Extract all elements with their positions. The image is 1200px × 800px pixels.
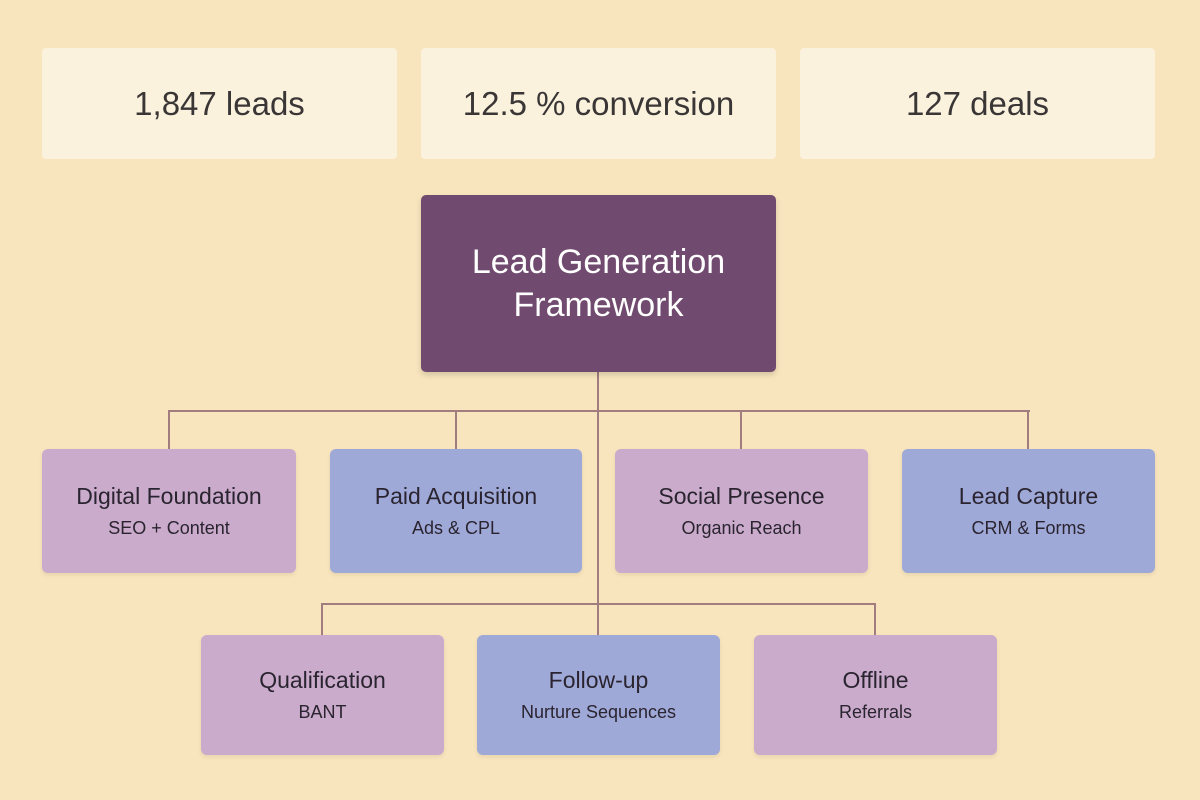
node-title: Social Presence	[658, 483, 825, 509]
node-subtitle: CRM & Forms	[971, 518, 1086, 538]
connector-drop	[740, 410, 742, 449]
connector-drop	[1027, 410, 1029, 449]
node-digital-foundation: Digital Foundation SEO + Content	[42, 449, 296, 573]
connector-drop	[321, 603, 323, 635]
node-title: Follow-up	[548, 667, 649, 693]
node-title: Offline	[842, 667, 909, 693]
node-subtitle: Ads & CPL	[411, 518, 501, 538]
root-node: Lead Generation Framework	[421, 195, 776, 372]
connector-drop	[874, 603, 876, 635]
node-subtitle: SEO + Content	[108, 518, 230, 538]
node-title: Digital Foundation	[76, 483, 262, 509]
node-lead-capture: Lead Capture CRM & Forms	[902, 449, 1155, 573]
node-title: Qualification	[259, 667, 386, 693]
node-subtitle: Referrals	[838, 702, 913, 722]
node-follow-up: Follow-up Nurture Sequences	[477, 635, 720, 755]
stat-leads: 1,847 leads	[42, 48, 397, 159]
stat-deals: 127 deals	[800, 48, 1155, 159]
node-title: Paid Acquisition	[374, 483, 538, 509]
node-subtitle: Organic Reach	[681, 518, 802, 538]
node-subtitle: BANT	[298, 702, 347, 722]
connector-row1-bar	[168, 410, 1030, 412]
connector-drop	[455, 410, 457, 449]
node-social-presence: Social Presence Organic Reach	[615, 449, 868, 573]
stat-conversion: 12.5 % conversion	[421, 48, 776, 159]
connector-row2-bar	[321, 603, 876, 605]
root-title-line2: Framework	[513, 285, 684, 324]
node-subtitle: Nurture Sequences	[520, 702, 677, 722]
root-title-line1: Lead Generation	[471, 242, 726, 281]
node-qualification: Qualification BANT	[201, 635, 444, 755]
node-title: Lead Capture	[958, 483, 1099, 509]
connector-drop	[168, 410, 170, 449]
connector-trunk	[597, 372, 599, 635]
node-offline: Offline Referrals	[754, 635, 997, 755]
node-paid-acquisition: Paid Acquisition Ads & CPL	[330, 449, 582, 573]
